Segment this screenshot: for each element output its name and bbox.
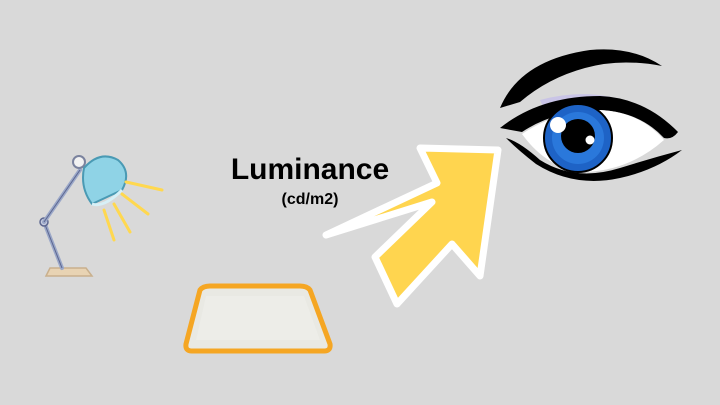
- unit-label: (cd/m2): [281, 191, 339, 208]
- light-ray: [112, 202, 132, 234]
- light-rays: [102, 180, 164, 242]
- lit-surface-icon: [183, 283, 333, 354]
- diagram-title: Luminance: [230, 153, 390, 186]
- reflection-arrow-icon: [322, 144, 502, 308]
- light-ray: [120, 192, 150, 216]
- light-ray: [102, 208, 116, 242]
- light-ray: [124, 180, 164, 192]
- eye-icon: [500, 49, 682, 181]
- desk-lamp-icon: [39, 155, 128, 277]
